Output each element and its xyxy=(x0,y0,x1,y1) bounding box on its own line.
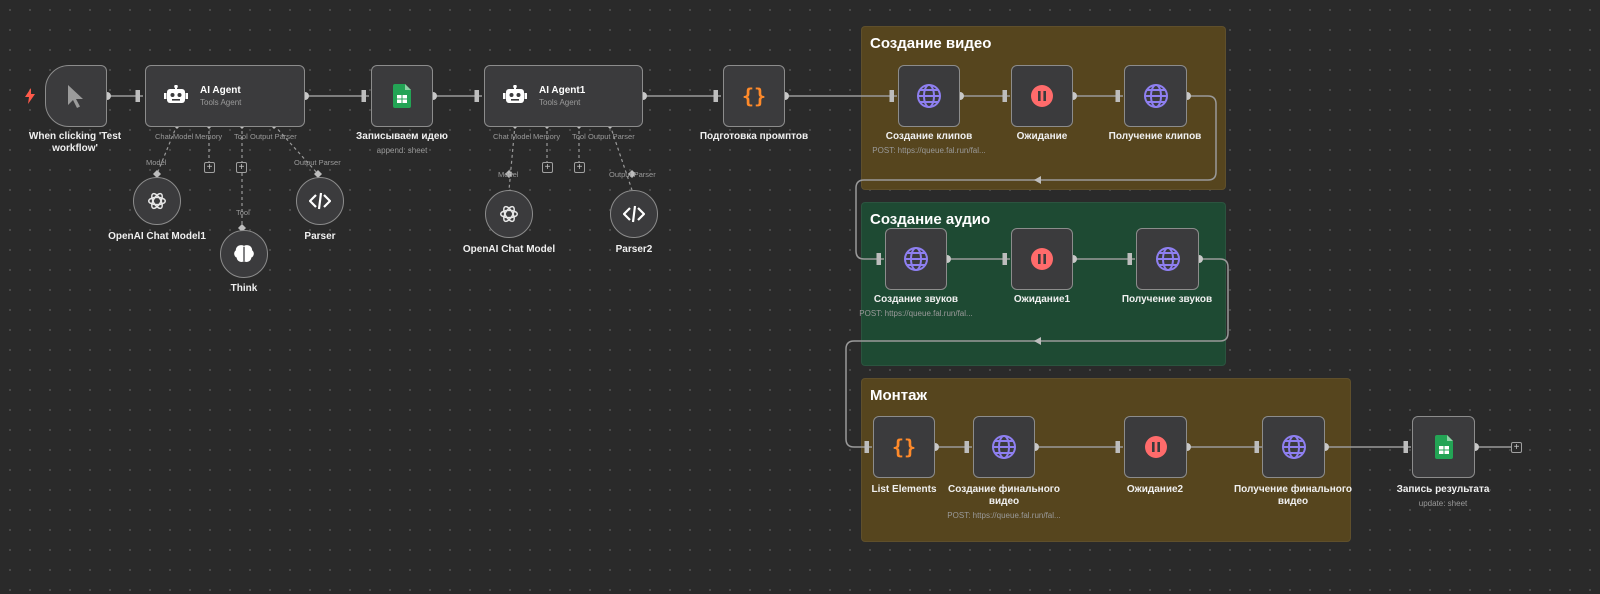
braces-icon: {} xyxy=(891,435,917,459)
final-create-node[interactable] xyxy=(973,416,1035,478)
port-label-chat-model: Chat Model xyxy=(155,132,194,141)
port-label-chat-model: Chat Model xyxy=(493,132,532,141)
list-elements-node[interactable]: {} xyxy=(873,416,935,478)
port-label-tool: Tool xyxy=(236,208,250,217)
wait2-label: Ожидание2 xyxy=(1126,484,1184,495)
globe-icon xyxy=(1143,84,1168,108)
parser-label: Parser xyxy=(304,231,336,242)
braces-icon: {} xyxy=(741,84,767,108)
wait1-node[interactable] xyxy=(1011,228,1073,290)
trigger-node[interactable] xyxy=(45,65,107,127)
robot-icon xyxy=(164,85,188,103)
wire-arrow xyxy=(1034,176,1041,184)
port-label-memory: Memory xyxy=(195,132,223,141)
add-memory-button[interactable]: + xyxy=(204,162,215,173)
sheet-update-label: Запись результата xyxy=(1396,484,1490,495)
port-label-model: Model xyxy=(498,170,519,179)
prompts-node[interactable]: {} xyxy=(723,65,785,127)
parser2-node[interactable] xyxy=(610,190,658,238)
port-label-output-parser: Output Parser xyxy=(294,158,341,167)
sheet-append-node[interactable] xyxy=(371,65,433,127)
ai-agent1-node[interactable]: AI Agent1 Tools Agent xyxy=(484,65,643,127)
port-label-output-parser: Output Parser xyxy=(609,170,656,179)
list-elements-label: List Elements xyxy=(871,484,937,495)
node-title: AI Agent1 xyxy=(539,85,586,96)
group-title: Создание аудио xyxy=(870,211,991,228)
openai-icon xyxy=(148,192,166,210)
port-label-model: Model xyxy=(146,158,167,167)
ai-agent-node[interactable]: AI Agent Tools Agent xyxy=(145,65,305,127)
sheet-update-node[interactable] xyxy=(1412,416,1475,478)
think-label: Think xyxy=(230,283,258,294)
final-create-label: Создание финального видео xyxy=(948,484,1060,507)
sounds-get-node[interactable] xyxy=(1136,228,1199,290)
sheet-update-sub: update: sheet xyxy=(1418,499,1468,508)
globe-icon xyxy=(917,84,941,108)
wire-dashed xyxy=(508,124,516,191)
globe-icon xyxy=(1281,435,1306,459)
node-subtitle: Tools Agent xyxy=(200,98,242,107)
think-node[interactable] xyxy=(220,230,268,278)
port-label-memory: Memory xyxy=(533,132,561,141)
sheets-icon xyxy=(1434,435,1453,459)
prompts-label: Подготовка промптов xyxy=(699,131,809,142)
parser-node[interactable] xyxy=(296,177,344,225)
port-label-tool: Tool xyxy=(234,132,248,141)
clips-create-node[interactable] xyxy=(898,65,960,127)
sheet-append-label: Записываем идею xyxy=(356,131,448,142)
pause-icon xyxy=(1031,248,1053,270)
node-subtitle: Tools Agent xyxy=(539,98,581,107)
node-title: AI Agent xyxy=(200,85,241,96)
port-label-output-parser: Output Parser xyxy=(250,132,297,141)
clips-create-sub: POST: https://queue.fal.run/fal... xyxy=(872,146,986,155)
final-get-label: Получение финального видео xyxy=(1233,484,1352,507)
globe-icon xyxy=(904,247,928,271)
clips-create-label: Создание клипов xyxy=(885,131,973,142)
sheets-icon xyxy=(393,84,411,108)
code-icon xyxy=(623,205,645,223)
brain-icon xyxy=(234,245,254,262)
port-label-tool: Tool xyxy=(572,132,586,141)
globe-icon xyxy=(992,435,1016,459)
add-tool-button[interactable]: + xyxy=(574,162,585,173)
sounds-get-label: Получение звуков xyxy=(1121,294,1213,305)
cursor-icon xyxy=(68,85,83,108)
add-node-button[interactable]: + xyxy=(1511,442,1522,453)
wire-arrow xyxy=(1034,337,1041,345)
robot-icon xyxy=(503,85,527,103)
lightning-icon xyxy=(25,88,35,104)
pause-icon xyxy=(1144,436,1167,458)
wait-node[interactable] xyxy=(1011,65,1073,127)
sounds-create-node[interactable] xyxy=(885,228,947,290)
group-title: Создание видео xyxy=(870,35,992,52)
wire-dashed xyxy=(273,124,319,175)
code-icon xyxy=(309,192,331,210)
wait1-label: Ожидание1 xyxy=(1013,294,1071,305)
trigger-label: When clicking 'Test workflow' xyxy=(28,131,122,154)
sounds-create-sub: POST: https://queue.fal.run/fal... xyxy=(859,309,973,318)
openai-chat-model1-label: OpenAI Chat Model1 xyxy=(108,231,206,242)
clips-get-label: Получение клипов xyxy=(1108,131,1202,142)
openai-chat-model-node[interactable] xyxy=(485,190,533,238)
add-tool-button[interactable]: + xyxy=(236,162,247,173)
openai-chat-model-label: OpenAI Chat Model xyxy=(462,244,556,255)
pause-icon xyxy=(1031,85,1053,107)
group-title: Монтаж xyxy=(870,387,928,404)
final-get-node[interactable] xyxy=(1262,416,1325,478)
add-memory-button[interactable]: + xyxy=(542,162,553,173)
parser2-label: Parser2 xyxy=(615,244,653,255)
wait2-node[interactable] xyxy=(1124,416,1187,478)
port-label-output-parser: Output Parser xyxy=(588,132,635,141)
clips-get-node[interactable] xyxy=(1124,65,1187,127)
openai-chat-model1-node[interactable] xyxy=(133,177,181,225)
openai-icon xyxy=(500,205,518,223)
wait-label: Ожидание xyxy=(1016,131,1068,142)
wire-dashed xyxy=(156,124,178,175)
final-create-sub: POST: https://queue.fal.run/fal... xyxy=(947,511,1061,520)
sheet-append-sub: append: sheet xyxy=(376,146,428,155)
sounds-create-label: Создание звуков xyxy=(873,294,959,305)
globe-icon xyxy=(1155,247,1180,271)
